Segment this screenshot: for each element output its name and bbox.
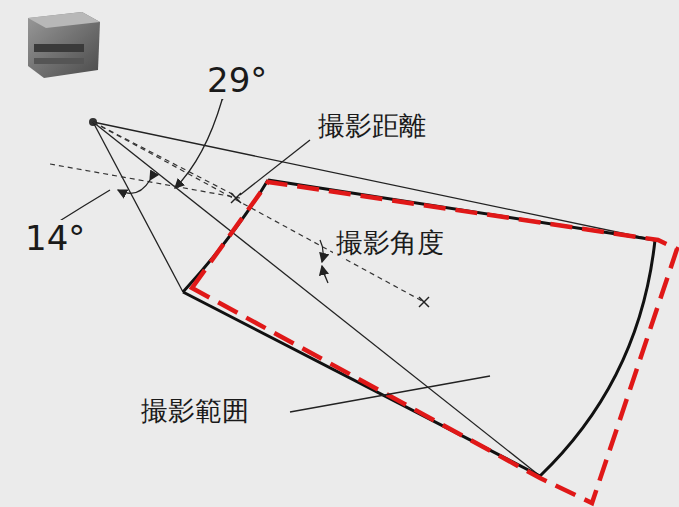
angle-value: 14° [22,220,88,257]
leader-lines [240,140,490,412]
axis-lines [50,122,424,302]
angle-arcs [58,100,328,283]
range-label: 撮影範囲 [138,396,252,426]
angle-label: 撮影角度 [333,228,447,258]
range-outline [183,180,655,476]
range-dashed-region [192,182,677,503]
camera [28,12,100,126]
distance-label: 撮影距離 [315,111,429,141]
angle-value: 29° [204,62,270,99]
sight-lines [93,122,655,476]
